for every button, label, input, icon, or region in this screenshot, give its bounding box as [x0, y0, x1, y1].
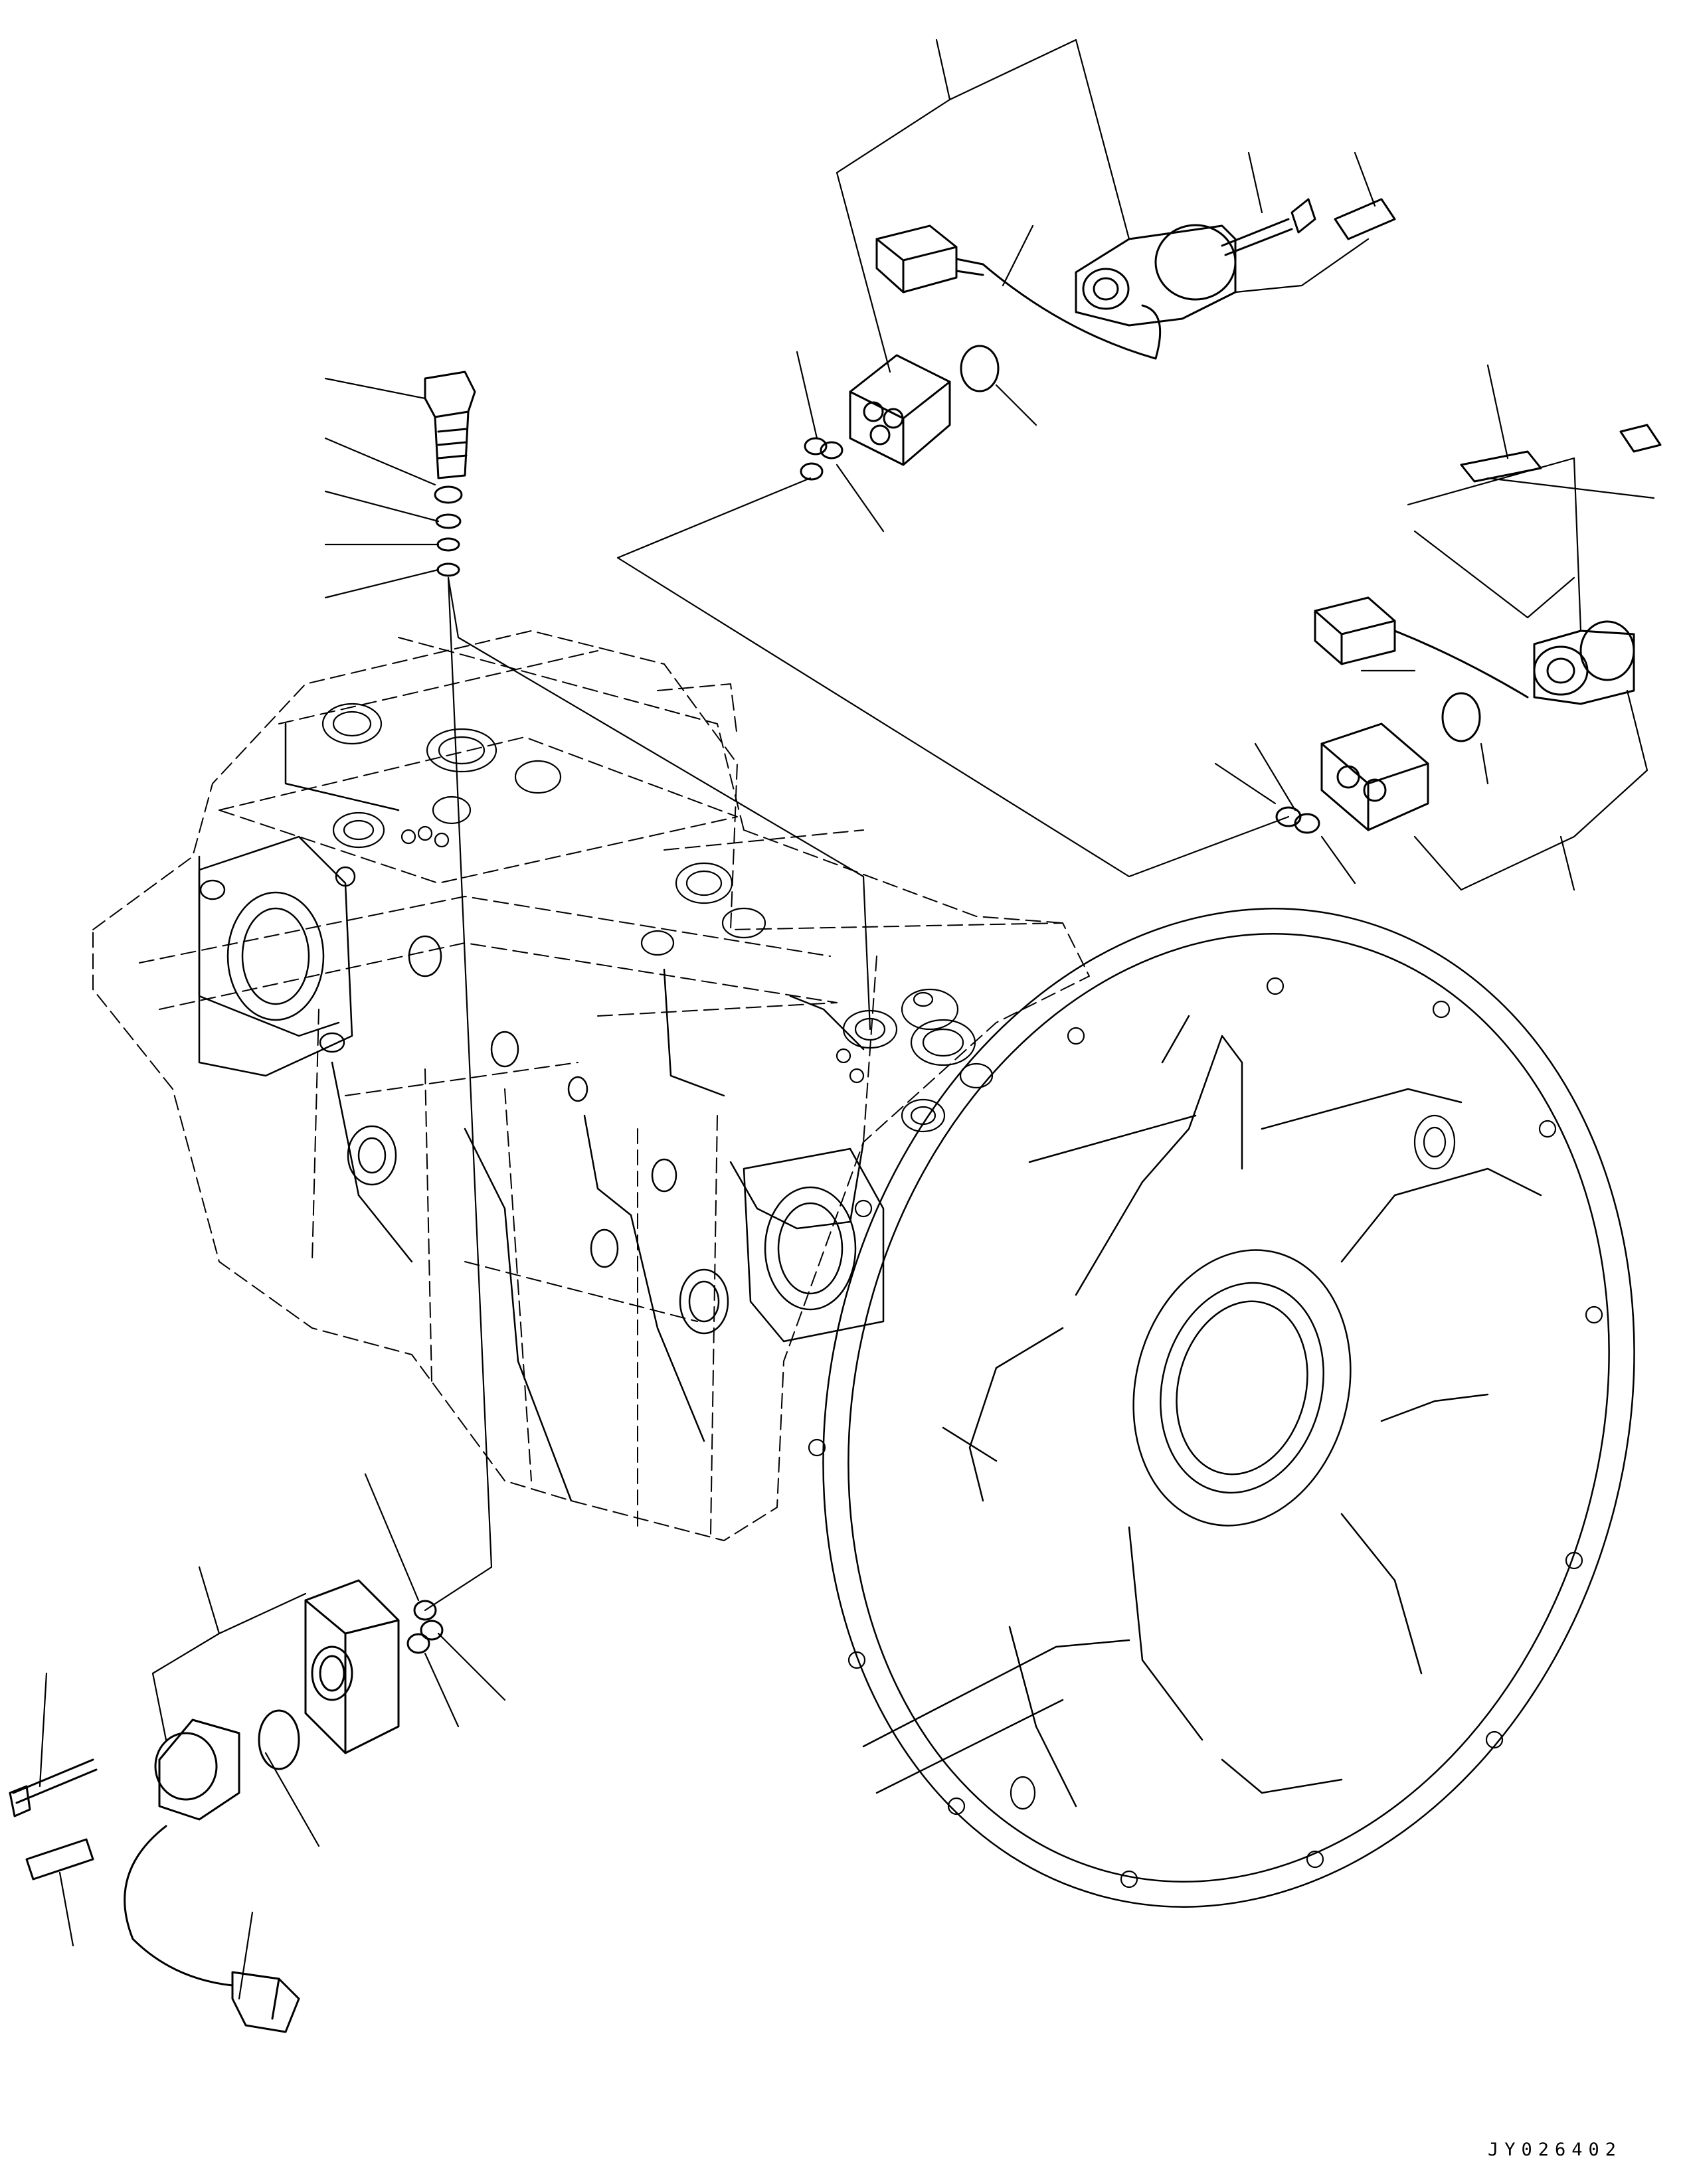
- leader-lines: [39, 39, 1655, 2000]
- top-solenoid-assembly: [800, 198, 1396, 481]
- flywheel-housing: [822, 908, 1635, 1908]
- right-solenoid-assembly: [1275, 424, 1662, 834]
- drawing-number: JY026402: [1488, 2140, 1623, 2160]
- pump-flanges: [198, 835, 885, 1343]
- bottom-left-solenoid-assembly: [9, 1579, 444, 2033]
- pump-ports: [321, 703, 994, 1133]
- pump-body: [92, 630, 1090, 1541]
- housing-bolt-holes: [808, 977, 1603, 1889]
